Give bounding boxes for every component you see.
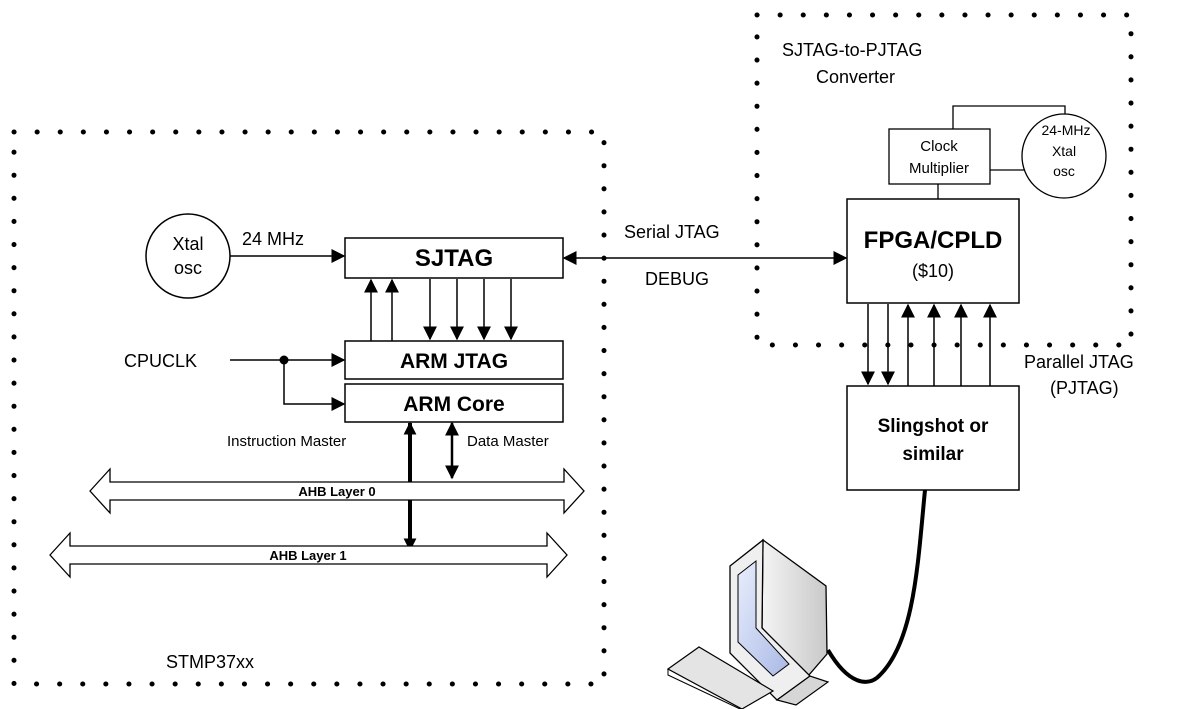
slingshot-label-line1: Slingshot or bbox=[878, 416, 989, 437]
cpuclk-label: CPUCLK bbox=[124, 351, 197, 371]
slingshot-label-line2: similar bbox=[902, 444, 964, 465]
xtal-24mhz-label-line1: 24-MHz bbox=[1041, 122, 1090, 138]
parallel-jtag-label-line1: Parallel JTAG bbox=[1024, 352, 1134, 372]
cpuclk-to-arm-core-arrow bbox=[283, 360, 346, 411]
sjtag-label: SJTAG bbox=[415, 245, 493, 272]
xtal-24mhz-label-line2: Xtal bbox=[1052, 143, 1076, 159]
clock-multiplier-label-line2: Multiplier bbox=[909, 160, 969, 177]
xtal-osc-label-line2: osc bbox=[174, 258, 202, 278]
debug-label: DEBUG bbox=[645, 269, 709, 289]
arm-jtag-block bbox=[344, 340, 564, 380]
fpga-cpld-label: FPGA/CPLD bbox=[864, 227, 1003, 254]
xtal-24mhz-circle bbox=[1021, 113, 1107, 199]
computer-cable bbox=[826, 489, 927, 684]
mhz24-label: 24 MHz bbox=[242, 229, 304, 249]
xtal-osc-label-line1: Xtal bbox=[172, 234, 203, 254]
converter-title-line1: SJTAG-to-PJTAG bbox=[782, 40, 922, 60]
xtal-24mhz-label-line3: osc bbox=[1053, 163, 1075, 179]
data-master-label: Data Master bbox=[467, 433, 549, 450]
arm-jtag-label: ARM JTAG bbox=[400, 350, 508, 373]
stmp37xx-label: STMP37xx bbox=[166, 652, 254, 672]
clock-multiplier-label-line1: Clock bbox=[920, 138, 958, 155]
parallel-jtag-label-line2: (PJTAG) bbox=[1050, 378, 1119, 398]
ahb-layer1-label: AHB Layer 1 bbox=[269, 548, 346, 563]
ahb-layer1-bus bbox=[49, 531, 568, 579]
converter-title-line2: Converter bbox=[816, 67, 895, 87]
slingshot-block bbox=[846, 385, 1020, 491]
stmp37xx-region bbox=[11, 129, 607, 687]
arm-core-label: ARM Core bbox=[403, 393, 505, 416]
xtal-osc-circle bbox=[145, 213, 231, 299]
fpga-price-label: ($10) bbox=[912, 261, 954, 281]
serial-jtag-label: Serial JTAG bbox=[624, 222, 720, 242]
converter-region bbox=[754, 12, 1134, 348]
computer-icon bbox=[666, 538, 830, 709]
clock-multiplier-block bbox=[888, 128, 991, 185]
ahb-layer0-label: AHB Layer 0 bbox=[298, 484, 375, 499]
arm-core-block bbox=[344, 383, 564, 423]
instruction-master-label: Instruction Master bbox=[227, 433, 346, 450]
fpga-cpld-block bbox=[846, 198, 1020, 304]
ahb-layer0-bus bbox=[89, 467, 585, 515]
